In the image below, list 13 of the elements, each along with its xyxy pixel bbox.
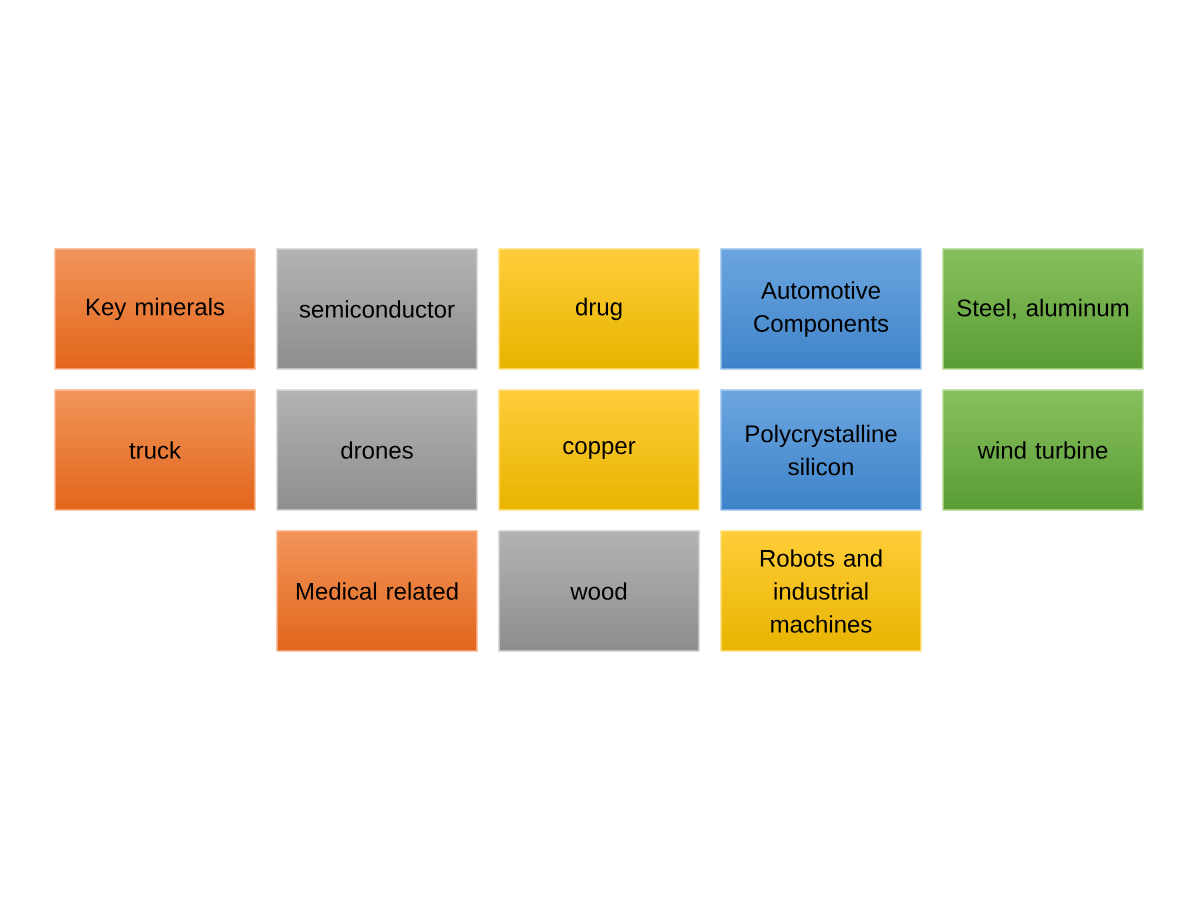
category-box: wood — [498, 530, 700, 652]
category-box: drug — [498, 248, 700, 370]
category-box: Polycrystalline silicon — [720, 389, 922, 511]
category-box: wind turbine — [942, 389, 1144, 511]
category-box: Medical related — [276, 530, 478, 652]
category-box: Steel, aluminum — [942, 248, 1144, 370]
category-box: truck — [54, 389, 256, 511]
category-box: copper — [498, 389, 700, 511]
category-box: Automotive Components — [720, 248, 922, 370]
category-box: semiconductor — [276, 248, 478, 370]
category-box: Key minerals — [54, 248, 256, 370]
category-box: drones — [276, 389, 478, 511]
category-box: Robots and industrial machines — [720, 530, 922, 652]
